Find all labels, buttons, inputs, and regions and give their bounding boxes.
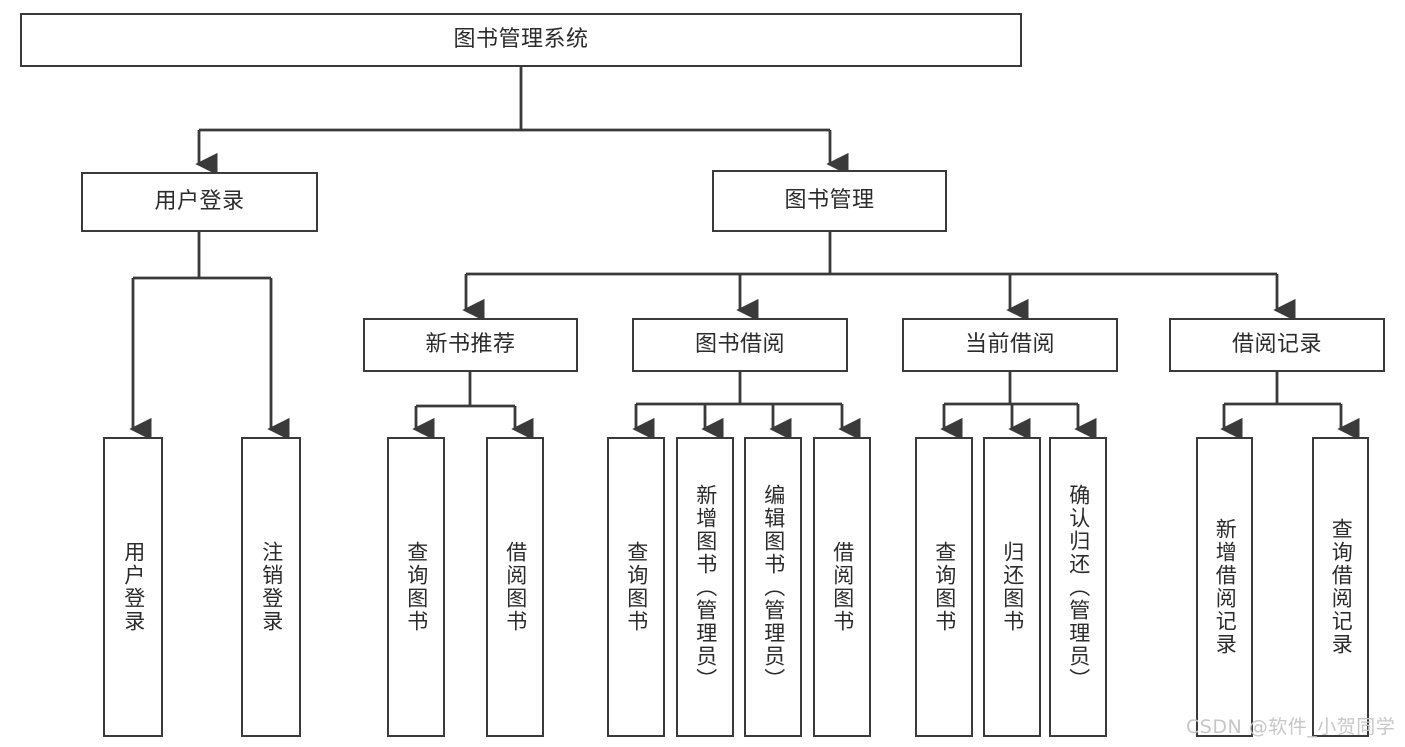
node-label: 新书推荐 bbox=[425, 331, 516, 357]
node-label: 归还图书 bbox=[1000, 541, 1025, 633]
leaf-borrow-record-0[interactable]: 新增借阅记录 bbox=[1196, 437, 1253, 737]
leaf-current-borrow-1[interactable]: 归还图书 bbox=[983, 437, 1041, 737]
node-root-book-management-system[interactable]: 图书管理系统 bbox=[20, 13, 1022, 67]
leaf-user-login-0[interactable]: 用户登录 bbox=[103, 437, 163, 737]
node-label: 图书管理 bbox=[784, 187, 875, 213]
node-book-borrow[interactable]: 图书借阅 bbox=[632, 318, 848, 372]
leaf-current-borrow-0[interactable]: 查询图书 bbox=[915, 437, 973, 737]
leaf-current-borrow-2[interactable]: 确认归还（管理员） bbox=[1049, 437, 1107, 737]
node-label: 注销登录 bbox=[259, 541, 284, 633]
leaf-new-book-recommend-0[interactable]: 查询图书 bbox=[387, 437, 445, 737]
node-label: 查询图书 bbox=[932, 541, 957, 633]
node-label: 借阅记录 bbox=[1231, 331, 1322, 357]
leaf-borrow-record-1[interactable]: 查询借阅记录 bbox=[1312, 437, 1369, 737]
leaf-user-login-1[interactable]: 注销登录 bbox=[241, 437, 301, 737]
node-label: 用户登录 bbox=[154, 188, 245, 214]
csdn-watermark: CSDN @软件_小贺同学 bbox=[1186, 716, 1396, 738]
leaf-book-borrow-0[interactable]: 查询图书 bbox=[607, 437, 665, 737]
leaf-book-borrow-2[interactable]: 编辑图书（管理员） bbox=[744, 437, 802, 737]
node-label: 确认归还（管理员） bbox=[1066, 483, 1091, 691]
node-book-management[interactable]: 图书管理 bbox=[712, 170, 947, 232]
node-label: 借阅图书 bbox=[503, 541, 528, 633]
node-label: 查询图书 bbox=[404, 541, 429, 633]
node-user-login[interactable]: 用户登录 bbox=[81, 172, 318, 232]
node-borrow-record[interactable]: 借阅记录 bbox=[1169, 318, 1385, 372]
node-label: 新增借阅记录 bbox=[1213, 518, 1238, 656]
node-label: 查询图书 bbox=[624, 541, 649, 633]
leaf-book-borrow-3[interactable]: 借阅图书 bbox=[813, 437, 871, 737]
node-label: 查询借阅记录 bbox=[1329, 518, 1354, 656]
node-label: 图书管理系统 bbox=[453, 26, 589, 52]
node-label: 编辑图书（管理员） bbox=[761, 483, 786, 691]
node-label: 新增图书（管理员） bbox=[693, 483, 718, 691]
node-new-book-recommend[interactable]: 新书推荐 bbox=[363, 318, 578, 372]
leaf-new-book-recommend-1[interactable]: 借阅图书 bbox=[486, 437, 544, 737]
node-current-borrow[interactable]: 当前借阅 bbox=[902, 318, 1118, 372]
node-label: 用户登录 bbox=[121, 541, 146, 633]
leaf-book-borrow-1[interactable]: 新增图书（管理员） bbox=[676, 437, 734, 737]
node-label: 借阅图书 bbox=[830, 541, 855, 633]
node-label: 当前借阅 bbox=[964, 331, 1055, 357]
node-label: 图书借阅 bbox=[694, 331, 785, 357]
